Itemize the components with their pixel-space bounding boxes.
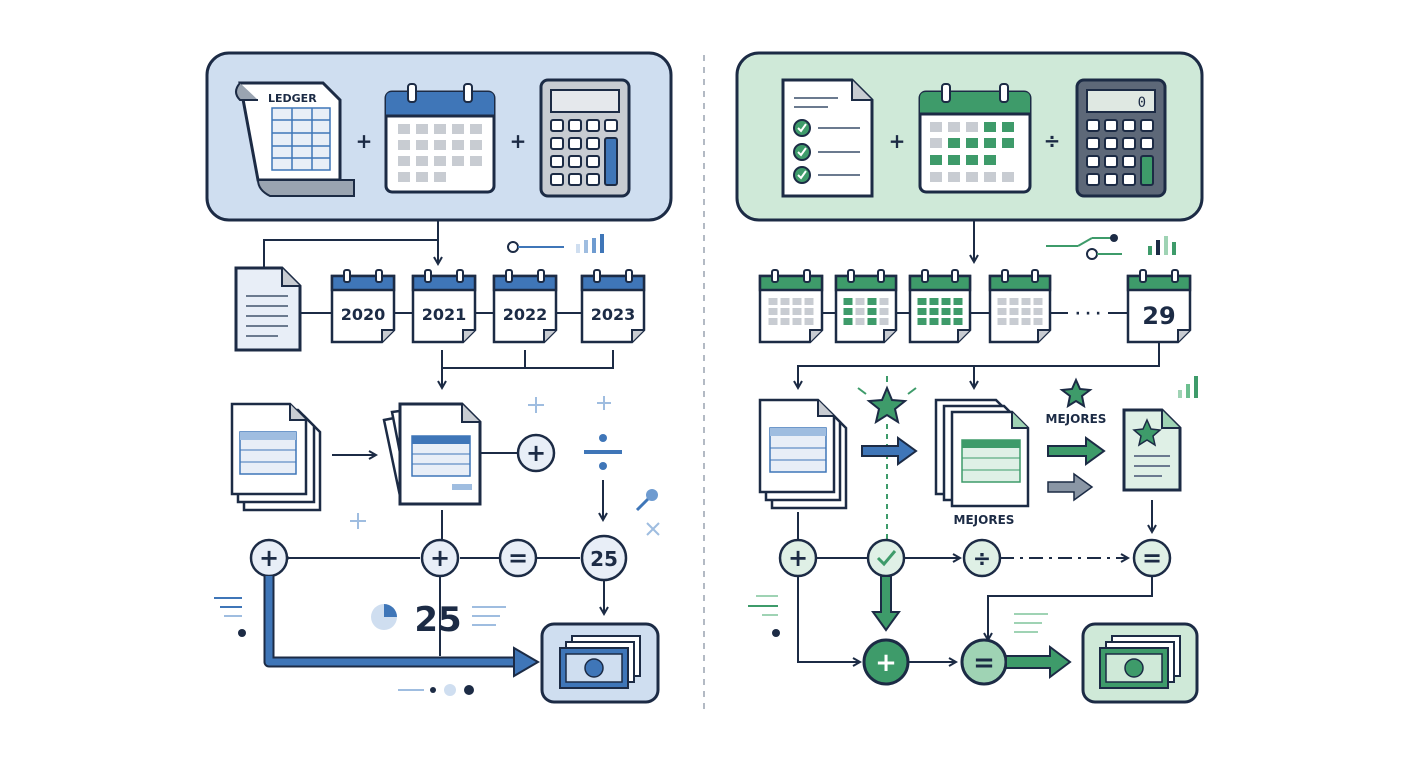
plus-op: +	[788, 544, 808, 572]
svg-text:+: +	[526, 439, 546, 467]
calendar-icon	[758, 269, 824, 344]
divide-op: ÷	[973, 547, 991, 572]
plus-sparkles	[350, 396, 611, 529]
green-document-stack-icon	[934, 398, 1030, 508]
pie-chart-icon	[371, 604, 397, 630]
equals-op: =	[508, 544, 528, 572]
star-icon	[857, 376, 917, 425]
month-calendars	[758, 269, 1192, 344]
fanned-documents-icon	[382, 402, 482, 506]
mejores-label-bottom: MEJORES	[954, 513, 1015, 527]
gray-arrow-right	[1047, 472, 1094, 502]
equals-op: =	[1142, 544, 1162, 572]
value-lines-icon	[472, 606, 506, 626]
left-side-decoration	[214, 597, 246, 637]
result-circle-value: 25	[590, 547, 618, 571]
plus-op: +	[430, 544, 450, 572]
svg-text:=: =	[973, 648, 995, 678]
calendar-icon	[908, 269, 972, 344]
calendar-icon	[834, 269, 898, 344]
star-icon-small	[1059, 377, 1093, 409]
plus-circle-green: +	[862, 638, 910, 686]
plus-circle-op: +	[516, 433, 556, 473]
svg-text:+: +	[875, 648, 897, 678]
mejores-label-top: MEJORES	[1046, 412, 1107, 426]
blue-arrow-right	[861, 436, 918, 466]
left-slider-decoration	[507, 234, 604, 253]
pin-decoration	[635, 489, 660, 536]
left-top-connectors	[263, 220, 438, 268]
right-bars-decoration	[1178, 376, 1198, 398]
calculator-display: 0	[1138, 95, 1146, 111]
ellipsis: · · ·	[1075, 306, 1101, 322]
plus-operator-1: +	[356, 129, 373, 153]
calendar-icon	[580, 269, 646, 344]
checked-calendar-icon	[918, 83, 1032, 194]
year-label: 2023	[591, 305, 636, 324]
year-labels: 2020 2021 2022 2023	[341, 305, 636, 324]
money-result-box-right	[1081, 622, 1199, 704]
year-label: 2022	[503, 305, 548, 324]
document-stack-icon	[758, 398, 848, 510]
ledger-scroll-icon	[235, 81, 355, 197]
divide-icon	[584, 434, 622, 470]
value-lines-icon	[1014, 613, 1048, 633]
big-blue-flow-arrow	[263, 576, 540, 678]
right-slider-decoration	[1046, 234, 1176, 260]
plus-op: +	[259, 544, 279, 572]
right-side-decoration	[748, 595, 780, 637]
plus-operator-2: +	[510, 129, 527, 153]
document-icon	[234, 266, 302, 352]
checklist-document-icon	[781, 78, 874, 198]
green-arrow-to-money	[1005, 645, 1072, 679]
right-formula-panel: + ÷ 0	[735, 51, 1204, 222]
calendar-icon	[1126, 269, 1192, 344]
left-mid-connectors	[442, 350, 614, 388]
year-calendars	[330, 269, 646, 344]
last-calendar-value: 29	[1142, 302, 1175, 330]
check-icon	[876, 550, 897, 567]
calendar-icon	[492, 269, 558, 344]
green-down-arrow	[871, 575, 901, 632]
equals-circle-green: =	[960, 638, 1008, 686]
calendar-icon	[330, 269, 396, 344]
money-result-box-left	[540, 622, 660, 704]
left-formula-panel: LEDGER + +	[205, 51, 673, 222]
calendar-icon	[411, 269, 477, 344]
right-mid-connectors	[798, 342, 1160, 388]
year-label: 2021	[422, 305, 467, 324]
calendar-icon	[384, 83, 496, 194]
big-value: 25	[414, 600, 461, 640]
left-ops-row: + + = 25	[249, 534, 628, 582]
divide-operator: ÷	[1044, 129, 1061, 153]
year-label: 2020	[341, 305, 386, 324]
ledger-label: LEDGER	[268, 92, 317, 105]
plus-operator: +	[889, 129, 906, 153]
calculator-icon: 0	[1075, 78, 1167, 198]
document-stack-icon	[230, 402, 322, 512]
calculator-icon	[539, 78, 631, 198]
star-document-icon	[1122, 408, 1182, 492]
bottom-dots-decoration	[398, 684, 474, 696]
green-arrow-right	[1047, 436, 1106, 466]
calendar-icon	[988, 269, 1052, 344]
